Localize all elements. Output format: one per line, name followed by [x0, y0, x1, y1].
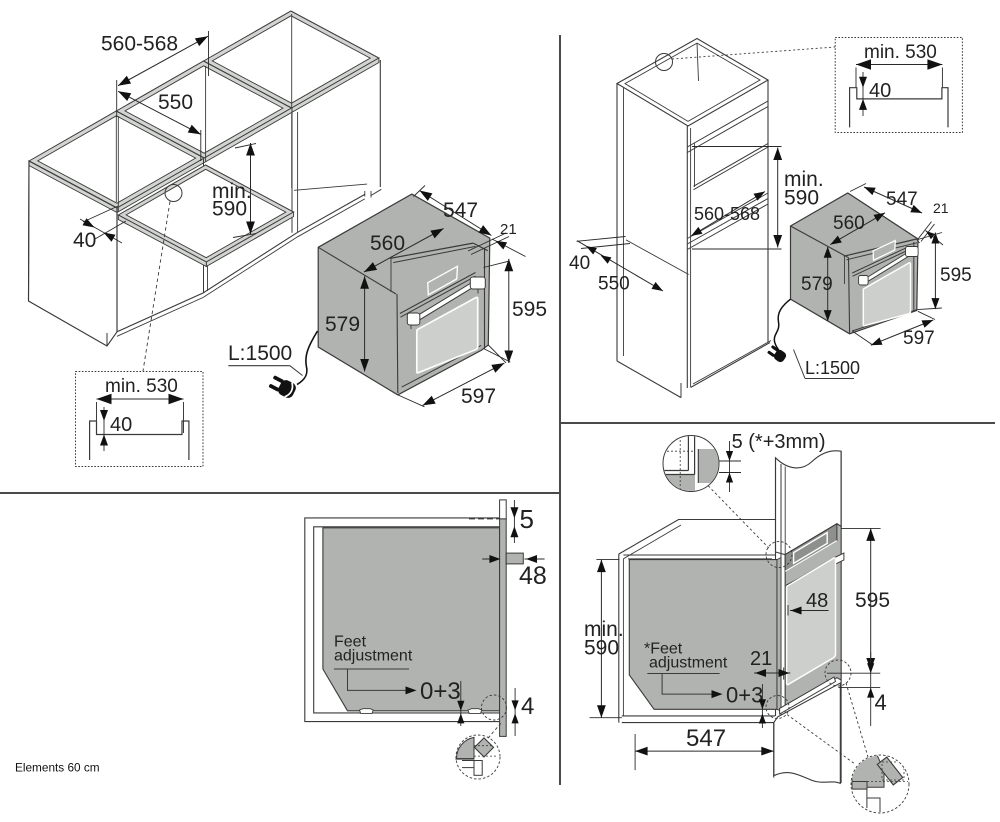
svg-text:597: 597	[903, 328, 935, 349]
svg-text:min.: min.	[584, 618, 624, 641]
svg-text:adjustment: adjustment	[334, 648, 413, 665]
svg-text:590: 590	[212, 198, 247, 221]
svg-text:40: 40	[110, 414, 132, 436]
svg-text:550: 550	[598, 274, 630, 295]
svg-text:560-568: 560-568	[694, 204, 760, 224]
svg-text:550: 550	[158, 91, 193, 114]
svg-text:560: 560	[833, 213, 865, 234]
svg-text:48: 48	[519, 562, 547, 590]
svg-text:595: 595	[940, 265, 972, 286]
svg-text:21: 21	[750, 648, 772, 670]
svg-text:40: 40	[569, 253, 590, 274]
svg-text:595: 595	[855, 589, 890, 612]
svg-text:4: 4	[875, 690, 887, 715]
svg-text:5 (*+3mm): 5 (*+3mm)	[732, 431, 826, 453]
svg-text:Elements 60 cm: Elements 60 cm	[15, 761, 100, 775]
svg-text:579: 579	[325, 313, 360, 336]
svg-text:L:1500: L:1500	[805, 358, 860, 378]
svg-text:min. 530: min. 530	[105, 376, 178, 397]
svg-text:560: 560	[370, 232, 405, 255]
svg-text:min. 530: min. 530	[864, 42, 937, 63]
svg-text:547: 547	[686, 725, 726, 752]
svg-text:0+3: 0+3	[420, 678, 461, 705]
svg-text:560-568: 560-568	[101, 33, 178, 56]
svg-text:min.: min.	[212, 180, 252, 203]
svg-text:21: 21	[500, 221, 517, 238]
svg-text:547: 547	[443, 199, 478, 222]
svg-text:5: 5	[520, 504, 534, 534]
svg-text:40: 40	[73, 229, 96, 252]
svg-text:48: 48	[806, 590, 828, 612]
svg-text:597: 597	[461, 385, 496, 408]
svg-text:4: 4	[521, 693, 534, 720]
svg-text:40: 40	[869, 80, 891, 102]
svg-text:adjustment: adjustment	[649, 655, 728, 672]
svg-text:min.: min.	[784, 168, 824, 191]
svg-text:*Feet: *Feet	[644, 641, 683, 658]
svg-text:579: 579	[801, 274, 833, 295]
svg-text:590: 590	[784, 187, 819, 210]
svg-text:Feet: Feet	[334, 634, 367, 651]
svg-text:590: 590	[584, 637, 619, 660]
svg-text:21: 21	[933, 200, 949, 216]
svg-text:0+3: 0+3	[726, 683, 763, 708]
svg-text:595: 595	[512, 298, 547, 321]
svg-text:547: 547	[886, 189, 918, 210]
svg-text:L:1500: L:1500	[228, 342, 292, 365]
